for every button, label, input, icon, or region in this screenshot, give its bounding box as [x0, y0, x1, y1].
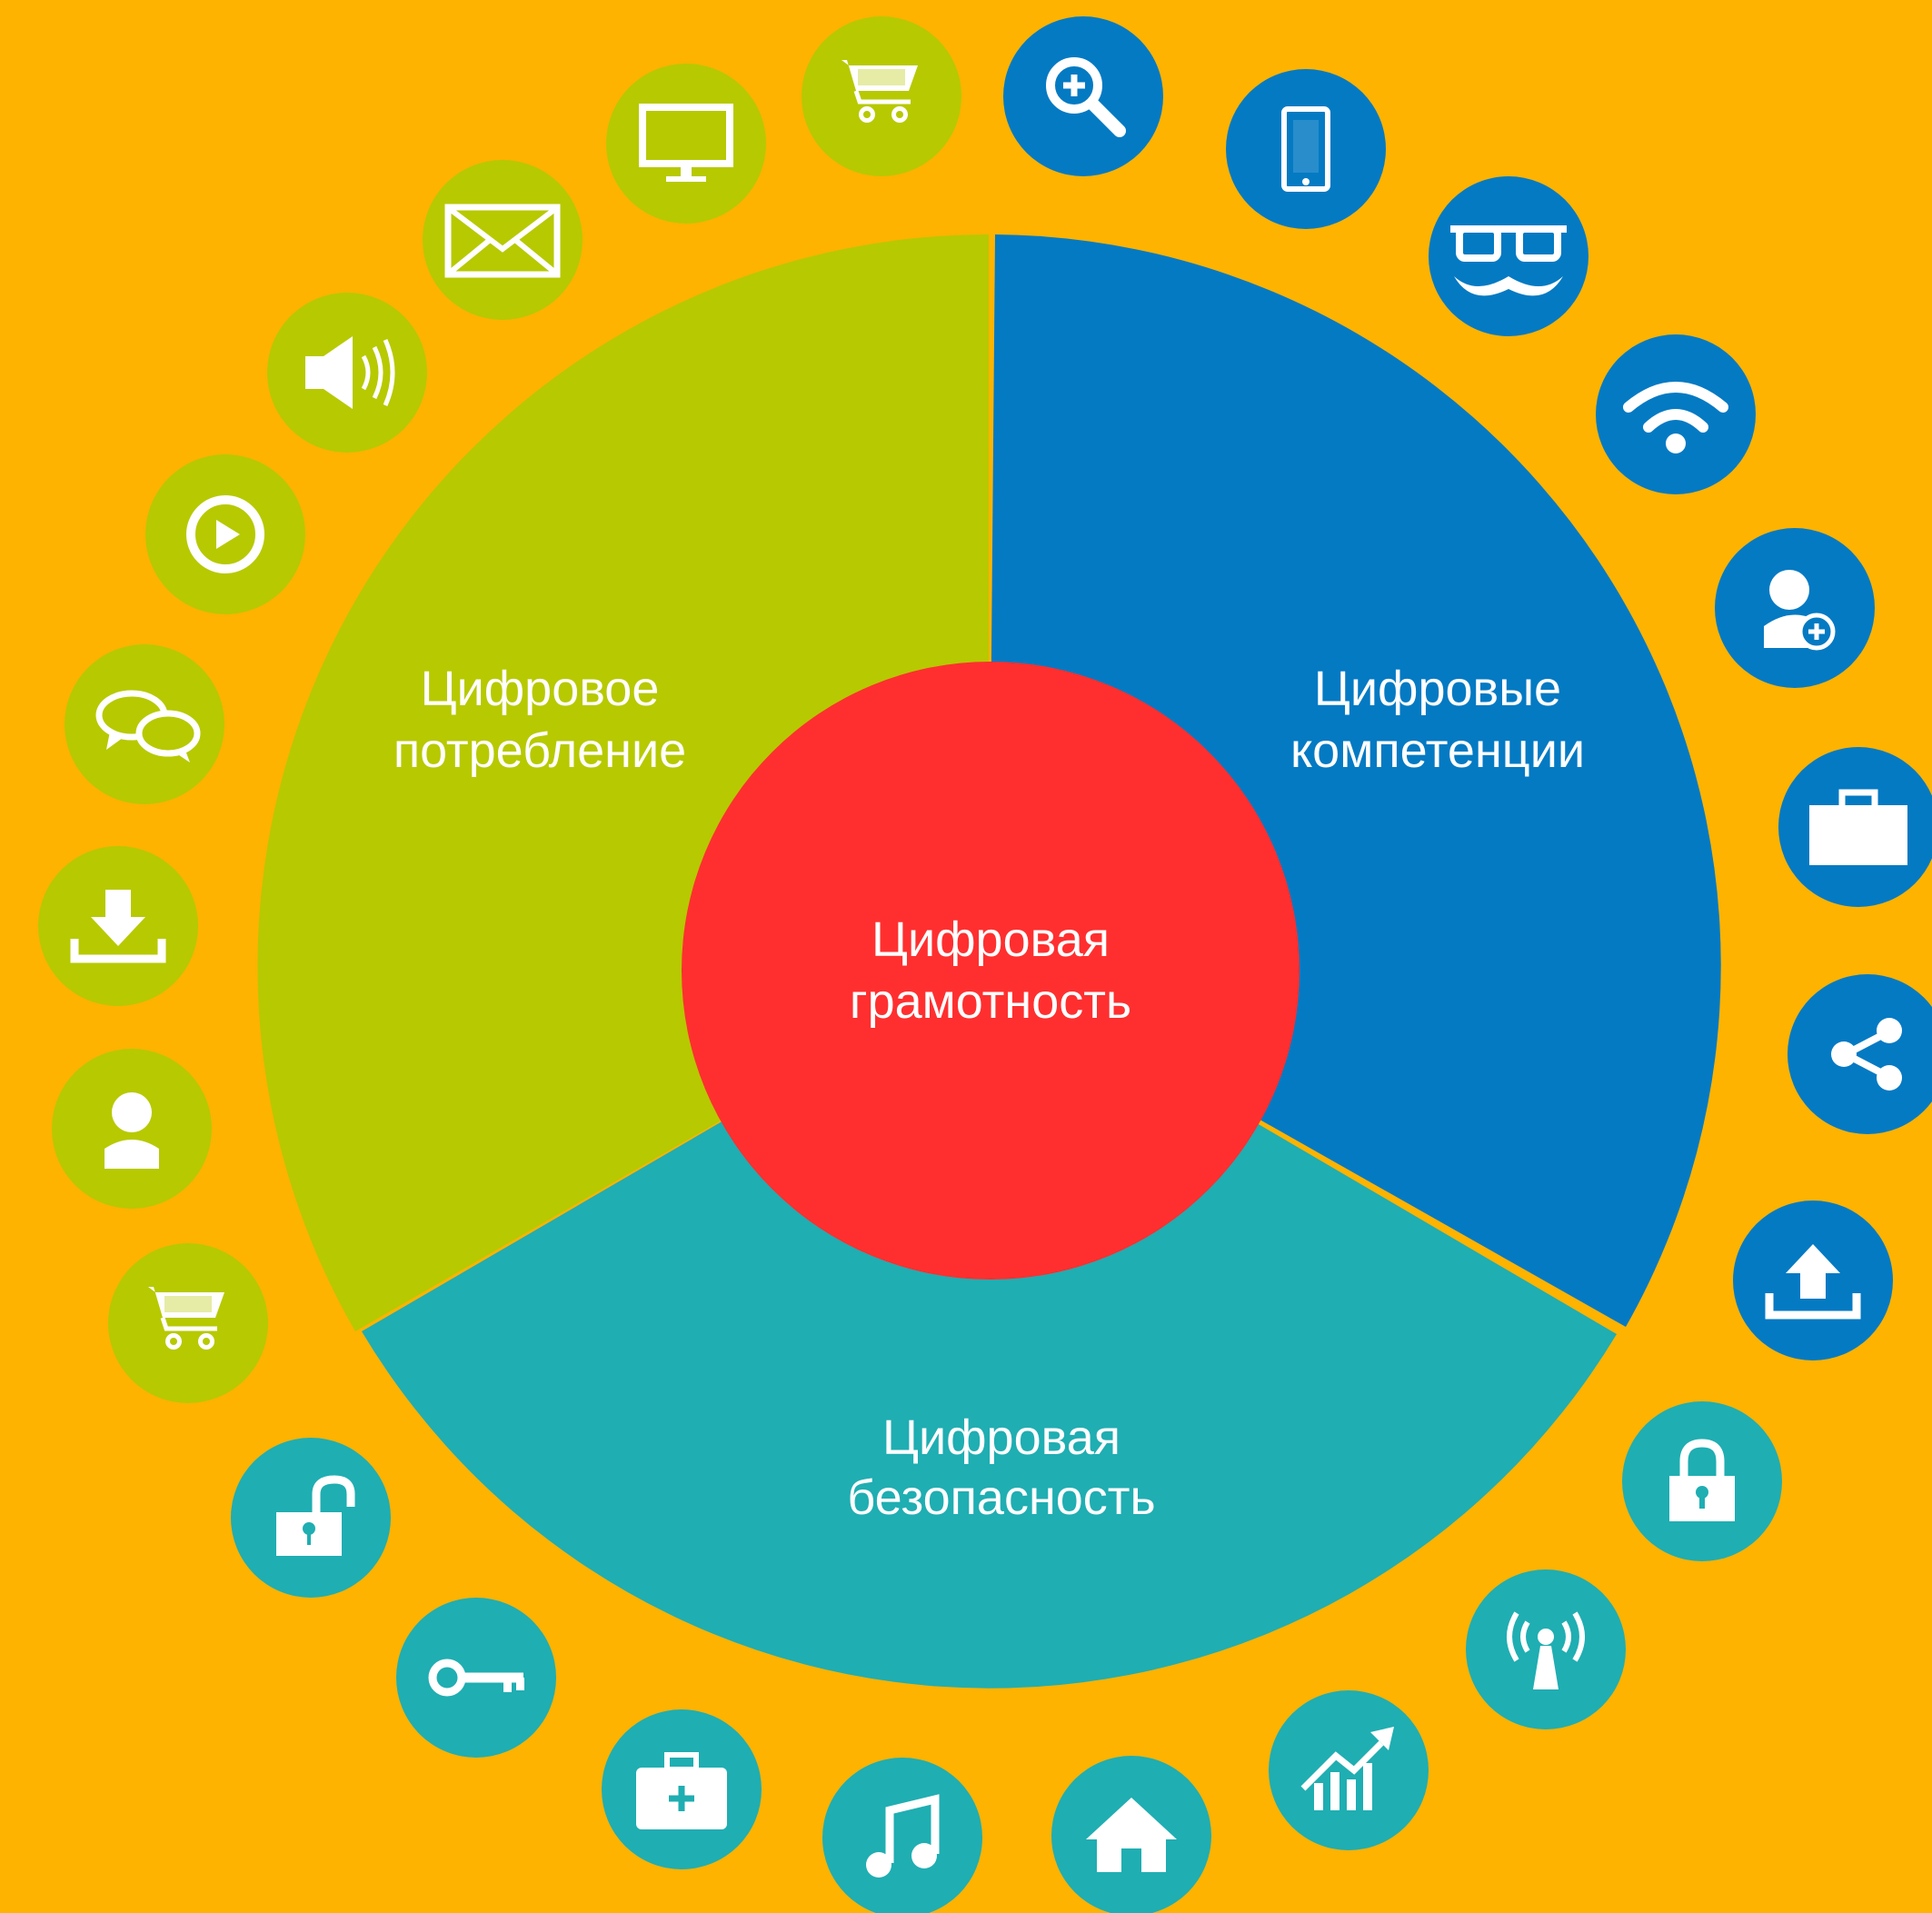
monitor-icon: [639, 104, 733, 182]
speaker-badge: [267, 293, 427, 453]
share-badge: [1788, 974, 1932, 1134]
icon-badge-circle: [606, 64, 766, 224]
glasses-mustache-icon: [1450, 225, 1567, 296]
zoom-in-badge: [1003, 16, 1163, 176]
icon-badge-circle: [1003, 16, 1163, 176]
icon-badge-circle: [1269, 1690, 1429, 1850]
segment-label-consumption-line2: потребление: [393, 723, 686, 778]
antenna-badge: [1466, 1569, 1626, 1729]
first-aid-kit-badge: [602, 1709, 762, 1869]
icon-ring: [38, 16, 1932, 1913]
icon-badge-circle: [822, 1758, 982, 1913]
music-note-badge: [822, 1758, 982, 1913]
shopping-cart-icon: [148, 1287, 224, 1350]
key-icon: [428, 1659, 524, 1697]
upload-icon: [1765, 1244, 1861, 1320]
unlock-icon: [276, 1475, 355, 1556]
key-badge: [396, 1598, 556, 1758]
music-note-icon: [866, 1794, 940, 1878]
wifi-badge: [1596, 334, 1756, 494]
chat-icon: [95, 690, 201, 762]
home-icon: [1086, 1798, 1177, 1872]
briefcase-icon: [1809, 789, 1907, 865]
growth-chart-icon: [1300, 1727, 1394, 1810]
cart-badge: [802, 16, 961, 176]
smartphone-icon: [1281, 106, 1330, 192]
shopping-cart-badge: [108, 1243, 268, 1403]
icon-badge-circle: [1226, 69, 1386, 229]
icon-badge-circle: [802, 16, 961, 176]
smartphone-badge: [1226, 69, 1386, 229]
unlock-badge: [231, 1438, 391, 1598]
icon-badge-circle: [108, 1243, 268, 1403]
play-badge: [145, 454, 305, 614]
lock-badge: [1622, 1401, 1782, 1561]
lock-icon: [1669, 1439, 1735, 1521]
user-badge: [52, 1049, 212, 1209]
briefcase-badge: [1778, 747, 1932, 907]
glasses-mustache-badge: [1429, 176, 1588, 336]
segment-label-competence-line2: компетенции: [1290, 723, 1585, 778]
center-label-line1: Цифровая: [871, 912, 1110, 967]
monitor-badge: [606, 64, 766, 224]
user-icon: [105, 1092, 159, 1169]
speaker-icon: [305, 336, 395, 409]
home-badge: [1051, 1756, 1211, 1913]
mail-icon: [444, 204, 561, 278]
first-aid-kit-icon: [636, 1752, 727, 1829]
segment-label-security-line1: Цифровая: [882, 1410, 1120, 1465]
center-label-line2: грамотность: [850, 974, 1131, 1029]
zoom-in-icon: [1046, 57, 1126, 137]
wifi-icon: [1623, 382, 1728, 453]
add-user-badge: [1715, 528, 1875, 688]
add-user-icon: [1764, 570, 1836, 651]
growth-chart-badge: [1269, 1690, 1429, 1850]
upload-badge: [1733, 1201, 1893, 1360]
chat-badge: [65, 644, 224, 804]
segment-label-security-line2: безопасность: [847, 1470, 1155, 1525]
download-badge: [38, 846, 198, 1006]
cart-icon: [842, 60, 918, 123]
icon-badge-circle: [1429, 176, 1588, 336]
center-circle: [682, 662, 1300, 1280]
icon-badge-circle: [1788, 974, 1932, 1134]
icon-badge-circle: [423, 160, 583, 320]
share-icon: [1831, 1018, 1902, 1091]
segment-label-competence-line1: Цифровые: [1314, 662, 1561, 716]
play-icon: [186, 495, 264, 573]
mail-badge: [423, 160, 583, 320]
segment-label-consumption-line1: Цифровое: [421, 662, 660, 716]
antenna-icon: [1507, 1611, 1585, 1689]
segment-digital-security: [362, 966, 1617, 1689]
download-icon: [70, 890, 166, 963]
